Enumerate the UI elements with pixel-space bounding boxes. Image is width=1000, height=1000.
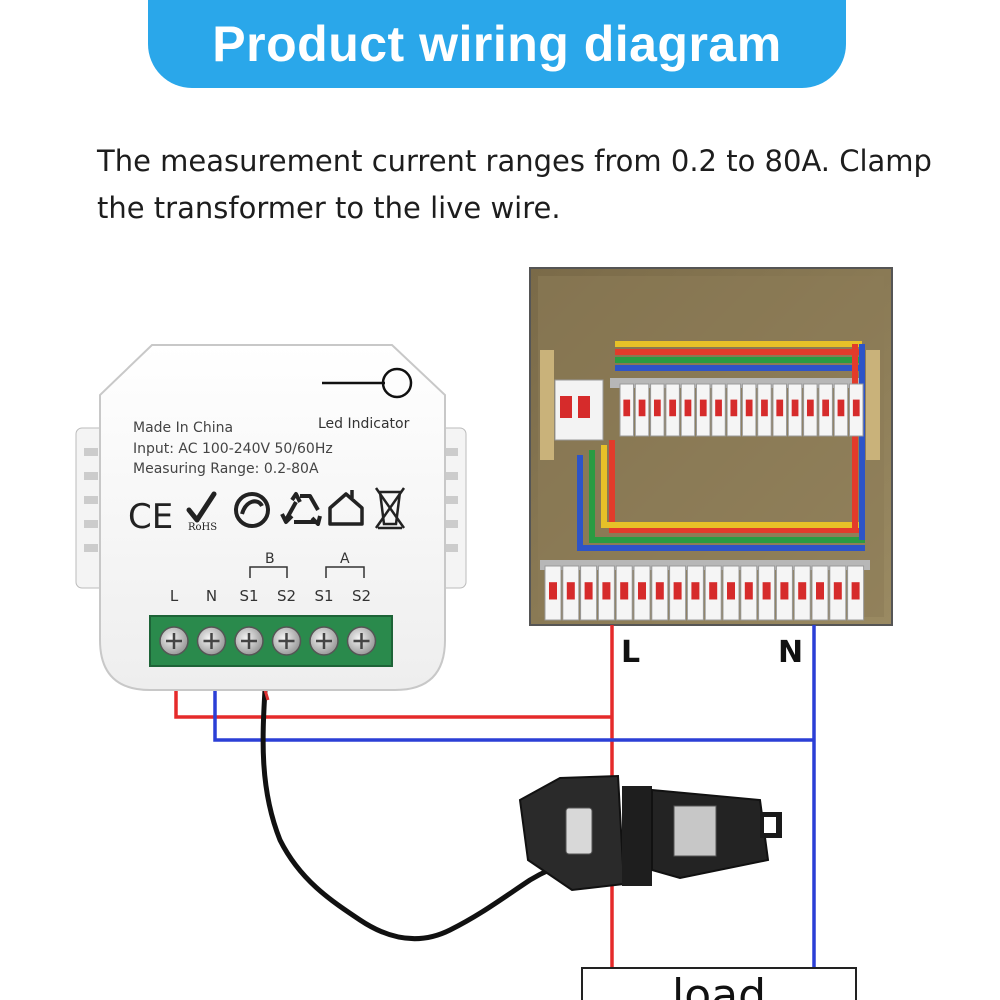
circuit-breaker bbox=[740, 565, 758, 621]
circuit-breaker bbox=[634, 383, 650, 437]
home-icon bbox=[328, 490, 364, 526]
circuit-breaker bbox=[651, 565, 669, 621]
circuit-breaker bbox=[562, 565, 580, 621]
terminal-labels: L N S1 S2 S1 S2 bbox=[170, 587, 371, 605]
circuit-breaker bbox=[829, 565, 847, 621]
load-box: load bbox=[581, 967, 857, 1000]
rohs-label: RoHS bbox=[188, 522, 217, 533]
circuit-breaker bbox=[741, 383, 757, 437]
led-indicator-label: Led Indicator bbox=[318, 416, 410, 432]
terminal-screw bbox=[271, 626, 302, 656]
green-dot-icon bbox=[234, 492, 270, 528]
circuit-breaker bbox=[669, 565, 687, 621]
circuit-breaker bbox=[726, 383, 742, 437]
circuit-breaker bbox=[696, 383, 711, 437]
terminal-label: S1 bbox=[314, 587, 333, 605]
circuit-breaker bbox=[793, 565, 811, 621]
circuit-breaker bbox=[803, 383, 818, 437]
terminal-group-a-label: A bbox=[340, 551, 350, 567]
breaker-row-bottom bbox=[544, 565, 865, 621]
terminal-screw bbox=[159, 626, 189, 656]
device-neutral-wire bbox=[213, 688, 814, 742]
circuit-breaker bbox=[680, 383, 696, 437]
terminal-label: N bbox=[206, 587, 217, 605]
circuit-breaker bbox=[580, 565, 598, 621]
circuit-breaker bbox=[849, 383, 864, 437]
check-icon bbox=[186, 491, 217, 523]
breaker-panel-photo bbox=[529, 267, 893, 626]
circuit-breaker bbox=[847, 565, 865, 621]
terminal-screw bbox=[196, 626, 227, 656]
description-text: The measurement current ranges from 0.2 … bbox=[97, 138, 932, 232]
description-line-1: The measurement current ranges from 0.2 … bbox=[97, 144, 932, 178]
terminal-group-brackets bbox=[249, 566, 365, 578]
terminal-label: S2 bbox=[352, 587, 371, 605]
circuit-breaker bbox=[757, 383, 772, 437]
neutral-label: N bbox=[778, 635, 803, 670]
circuit-breaker bbox=[818, 383, 833, 437]
circuit-breaker bbox=[619, 383, 634, 437]
circuit-breaker bbox=[597, 565, 615, 621]
circuit-breaker bbox=[615, 565, 633, 621]
circuit-breaker bbox=[811, 565, 829, 621]
circuit-breaker bbox=[704, 565, 722, 621]
wires bbox=[174, 625, 816, 968]
ce-mark: CE bbox=[128, 497, 173, 537]
circuit-breaker bbox=[711, 383, 726, 437]
led-indicator-icon bbox=[322, 367, 413, 399]
terminal-label: L bbox=[170, 587, 179, 605]
breaker-left bbox=[554, 379, 604, 441]
description-line-2: the transformer to the live wire. bbox=[97, 191, 561, 225]
title-banner: Product wiring diagram bbox=[148, 0, 846, 88]
breaker-row-top bbox=[619, 383, 864, 437]
circuit-breaker bbox=[758, 565, 776, 621]
terminal-label: S1 bbox=[239, 587, 258, 605]
circuit-breaker bbox=[775, 565, 793, 621]
terminal-group-b-label: B bbox=[265, 551, 275, 567]
terminal-screws bbox=[159, 626, 377, 656]
circuit-breaker bbox=[544, 565, 562, 621]
circuit-breaker bbox=[787, 383, 803, 437]
circuit-breaker bbox=[650, 383, 665, 437]
circuit-breaker bbox=[686, 565, 704, 621]
live-label: L bbox=[621, 635, 640, 670]
current-transformer-clamp bbox=[518, 774, 782, 892]
circuit-breaker bbox=[772, 383, 787, 437]
terminal-screw bbox=[346, 626, 377, 656]
made-in-label: Made In China bbox=[133, 420, 233, 436]
terminal-screw bbox=[309, 626, 339, 656]
circuit-breaker bbox=[722, 565, 740, 621]
wire-bundles bbox=[577, 341, 865, 551]
device-live-wire bbox=[174, 688, 612, 719]
terminal-label: S2 bbox=[277, 587, 296, 605]
recycle-icon bbox=[280, 492, 322, 526]
weee-bin-icon bbox=[374, 487, 406, 530]
measuring-range-label: Measuring Range: 0.2-80A bbox=[133, 461, 319, 477]
terminal-screw bbox=[234, 626, 264, 656]
input-spec-label: Input: AC 100-240V 50/60Hz bbox=[133, 441, 333, 457]
circuit-breaker bbox=[633, 565, 651, 621]
smart-meter-module: Led Indicator Made In China Input: AC 10… bbox=[75, 344, 467, 691]
page-title: Product wiring diagram bbox=[212, 16, 782, 72]
circuit-breaker bbox=[665, 383, 680, 437]
load-label: load bbox=[672, 970, 766, 1000]
ct-cable bbox=[260, 689, 599, 942]
circuit-breaker bbox=[833, 383, 849, 437]
